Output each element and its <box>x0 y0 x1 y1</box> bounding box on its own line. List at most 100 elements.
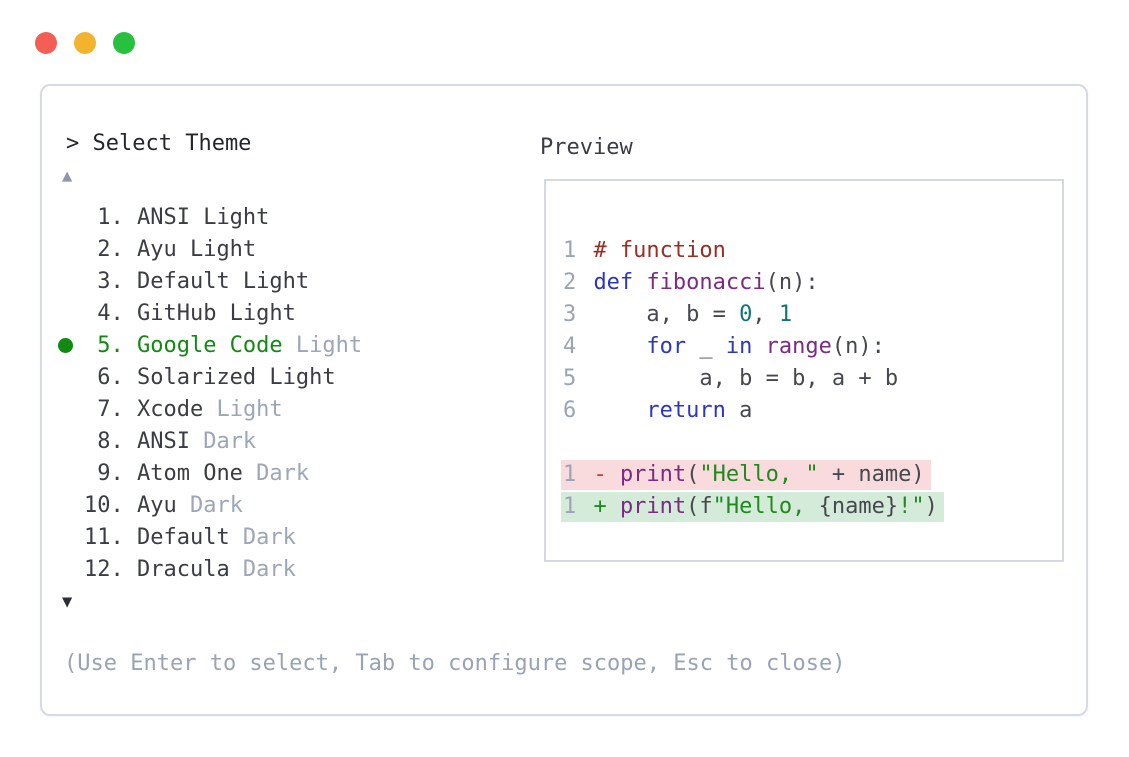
code-token: (n): <box>765 270 819 295</box>
code-line: 1 # function <box>563 235 1062 267</box>
code-token: print <box>619 462 687 487</box>
code-token: a, b = b, a + b <box>593 366 899 391</box>
theme-item-label: ANSI <box>136 429 190 454</box>
scroll-up-indicator[interactable]: ▲ <box>62 166 73 186</box>
code-line-content: 3 a, b = 0, 1 <box>561 300 798 330</box>
code-token: 1 <box>778 302 793 327</box>
theme-item-label: Dracula <box>136 557 230 582</box>
theme-item-label: Google Code <box>136 333 283 358</box>
theme-item-8[interactable]: 8.ANSI Dark <box>58 426 518 458</box>
theme-item-11[interactable]: 11.Default Dark <box>58 522 518 554</box>
theme-item-number: 10. <box>84 493 124 518</box>
code-token <box>752 334 765 359</box>
theme-item-number: 2. <box>97 237 124 262</box>
selected-bullet-slot <box>58 298 84 330</box>
code-token: for <box>646 334 687 359</box>
code-line: 1- print("Hello, " + name) <box>561 459 1062 491</box>
theme-item-number: 7. <box>97 397 124 422</box>
code-token: ) <box>924 494 938 519</box>
code-token: def <box>593 270 634 295</box>
line-number: 3 <box>563 302 577 327</box>
selected-bullet-slot <box>58 202 84 234</box>
code-token: !" <box>898 494 925 519</box>
theme-item-1[interactable]: 1. ANSI Light <box>58 202 518 234</box>
code-token: , <box>752 302 779 327</box>
code-token: (n): <box>831 334 885 359</box>
theme-item-number: 4. <box>97 301 124 326</box>
theme-item-label: Ayu <box>136 493 177 518</box>
code-token: range <box>765 334 832 359</box>
maximize-button[interactable] <box>113 32 135 54</box>
theme-item-label: Solarized Light <box>136 365 336 390</box>
theme-item-number: 1. <box>97 205 124 230</box>
theme-item-2[interactable]: 2. Ayu Light <box>58 234 518 266</box>
theme-item-label: Default <box>136 525 230 550</box>
selected-dot-icon <box>58 338 73 353</box>
code-line-content <box>561 428 599 458</box>
code-line: 6 return a <box>563 395 1062 427</box>
selected-bullet-slot <box>58 394 84 426</box>
theme-item-number: 3. <box>97 269 124 294</box>
line-number: 1 <box>563 494 577 519</box>
close-button[interactable] <box>35 32 57 54</box>
theme-item-number: 11. <box>84 525 124 550</box>
code-token: + <box>593 494 620 519</box>
theme-item-label: Ayu Light <box>136 237 257 262</box>
code-token: "Hello, " <box>699 462 819 487</box>
theme-list: 1. ANSI Light 2. Ayu Light 3. Default Light 4.… <box>58 202 518 586</box>
theme-item-6[interactable]: 6. Solarized Light <box>58 362 518 394</box>
theme-item-number: 5. <box>97 333 124 358</box>
theme-item-12[interactable]: 12.Dracula Dark <box>58 554 518 586</box>
line-number: 2 <box>563 270 577 295</box>
code-line-content: 4 for _ in range(n): <box>561 332 891 362</box>
theme-item-label: GitHub Light <box>136 301 296 326</box>
code-token <box>593 334 646 359</box>
selected-bullet-slot <box>58 234 84 266</box>
line-number: 4 <box>563 334 577 359</box>
theme-item-number: 6. <box>97 365 124 390</box>
theme-item-label: ANSI Light <box>136 205 270 230</box>
line-number: 1 <box>563 238 577 263</box>
preview-label: Preview <box>540 135 633 160</box>
theme-item-10[interactable]: 10. Ayu Dark <box>58 490 518 522</box>
theme-item-number: 12. <box>84 557 124 582</box>
theme-item-label: Light <box>203 397 283 422</box>
code-token: a <box>725 398 753 423</box>
code-token: - <box>593 462 620 487</box>
code-line: 4 for _ in range(n): <box>563 331 1062 363</box>
theme-item-4[interactable]: 4. GitHub Light <box>58 298 518 330</box>
diff-add-line: 1 + print(f"Hello, {name}!") <box>561 492 944 522</box>
selected-bullet-slot <box>58 362 84 394</box>
theme-item-label: Atom One <box>136 461 243 486</box>
selected-bullet-slot <box>58 330 84 362</box>
line-number: 1 <box>563 462 577 487</box>
code-line <box>563 427 1062 459</box>
scroll-down-indicator[interactable]: ▼ <box>62 592 73 612</box>
theme-item-5[interactable]: 5.Google Code Light <box>58 330 518 362</box>
help-text: (Use Enter to select, Tab to configure s… <box>64 651 846 676</box>
code-line-content: 5 a, b = b, a + b <box>561 364 904 394</box>
code-token: "Hello, <box>712 494 819 519</box>
theme-item-label: Xcode <box>136 397 204 422</box>
code-token: print <box>619 494 687 519</box>
theme-item-label: Default Light <box>136 269 310 294</box>
line-number: 5 <box>563 366 577 391</box>
theme-item-9[interactable]: 9.Atom One Dark <box>58 458 518 490</box>
code-token <box>593 398 646 423</box>
selected-bullet-slot <box>58 554 84 586</box>
minimize-button[interactable] <box>74 32 96 54</box>
code-token: return <box>646 398 726 423</box>
theme-item-3[interactable]: 3. Default Light <box>58 266 518 298</box>
theme-item-7[interactable]: 7. Xcode Light <box>58 394 518 426</box>
code-token: # function <box>593 238 726 263</box>
code-token: (f <box>686 494 713 519</box>
code-token: {name} <box>818 494 899 519</box>
code-line-content: 6 return a <box>561 396 758 426</box>
theme-item-label: Dark <box>176 493 243 518</box>
selected-bullet-slot <box>58 458 84 490</box>
selected-bullet-slot <box>58 266 84 298</box>
